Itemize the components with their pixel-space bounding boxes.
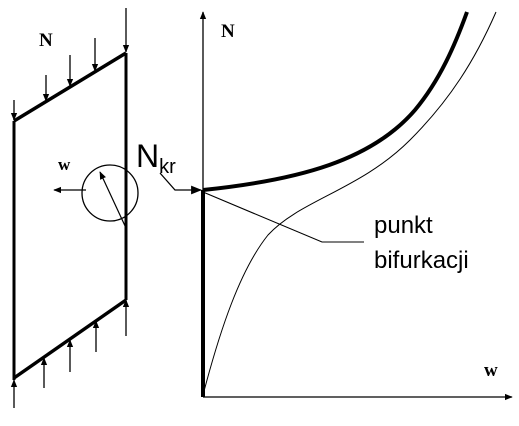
y-axis-label: N [221, 21, 235, 42]
plate-load-label: N [39, 30, 53, 51]
detail-circle [81, 164, 139, 222]
graph-group: N w Nkr punkt bifurkacji [136, 11, 513, 401]
plate-bottom-edge [12, 298, 128, 380]
bifurcation-label-line1: punkt [374, 212, 433, 239]
imperfect-plate-curve [202, 11, 497, 396]
critical-load-label: Nkr [136, 138, 176, 178]
post-buckling-curve [202, 11, 469, 192]
radius-arrow [99, 171, 127, 229]
bifurcation-leader [202, 191, 364, 243]
plate-top-edge [13, 51, 127, 123]
critical-load-symbol: N [136, 138, 159, 174]
plate-deflection-label: w [58, 155, 71, 174]
bifurcation-label-line2: bifurkacji [374, 247, 469, 274]
x-axis-label: w [484, 360, 498, 381]
plate-group: N w [10, 8, 139, 408]
top-load-arrows [10, 8, 130, 121]
critical-load-pointer [159, 172, 203, 195]
bottom-load-arrows [10, 299, 130, 408]
critical-load-subscript: kr [159, 156, 176, 178]
